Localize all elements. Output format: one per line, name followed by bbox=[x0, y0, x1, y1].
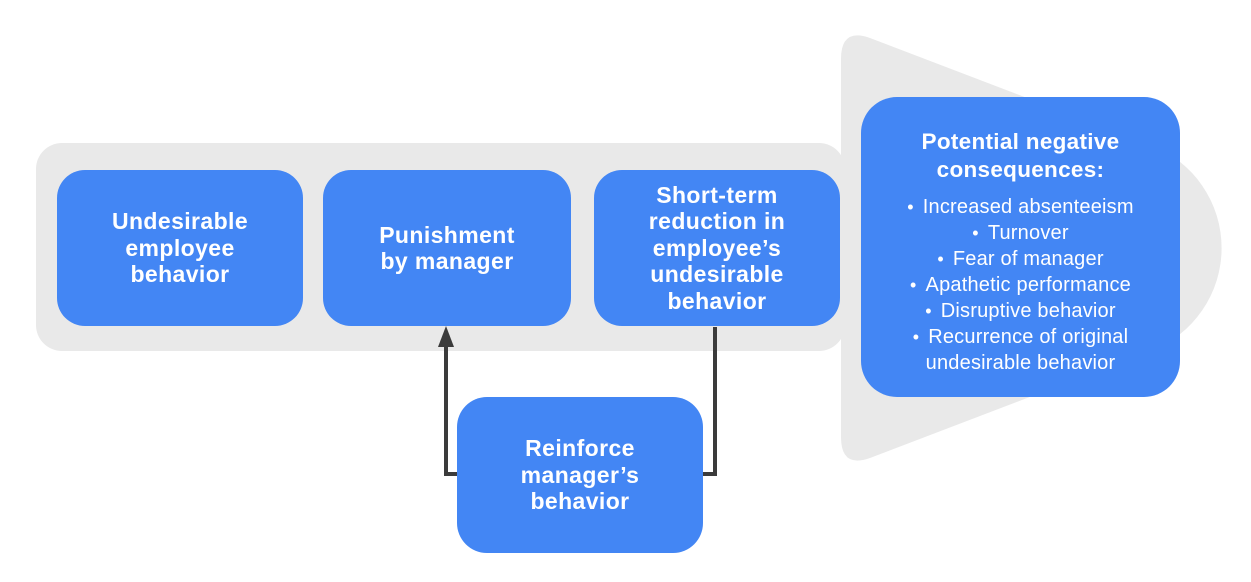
bullet-item: • Increased absenteeism bbox=[879, 194, 1162, 220]
bullet-dot-icon: • bbox=[907, 197, 914, 217]
box-label-line: undesirable bbox=[650, 261, 784, 288]
box-undesirable-employee-behavior: Undesirable employee behavior bbox=[57, 170, 303, 326]
box-label-line: Reinforce bbox=[525, 435, 635, 462]
bullet-text: Disruptive behavior bbox=[940, 300, 1116, 322]
bullet-item: • Disruptive behavior bbox=[879, 298, 1162, 324]
box-reinforce-managers-behavior: Reinforce manager’s behavior bbox=[457, 397, 703, 553]
bullet-text: Apathetic performance bbox=[925, 274, 1131, 296]
box-label-line: employee bbox=[125, 234, 235, 261]
consequences-heading-line: consequences: bbox=[936, 157, 1105, 182]
arrowhead-up-icon bbox=[438, 326, 454, 347]
bullet-item: •Recurrence of original undesirable beha… bbox=[879, 324, 1162, 376]
box-label-line: employee’s bbox=[652, 234, 782, 261]
bullet-item: • Fear of manager bbox=[879, 246, 1162, 272]
box-label-line: manager’s bbox=[520, 461, 640, 488]
box-label-line: Short-term bbox=[656, 181, 778, 208]
box-label-line: Punishment bbox=[379, 221, 515, 248]
bullet-item: • Turnover bbox=[879, 220, 1162, 246]
bullet-dot-icon: • bbox=[925, 301, 932, 321]
consequences-bullet-list: • Increased absenteeism • Turnover • Fear o… bbox=[879, 194, 1162, 376]
connector-step3-to-feedback bbox=[702, 327, 717, 476]
box-label-line: Undesirable bbox=[111, 208, 249, 235]
bullet-dot-icon: • bbox=[972, 223, 979, 243]
box-label-line: behavior bbox=[530, 488, 630, 515]
bullet-text: Increased absenteeism bbox=[922, 196, 1134, 218]
bullet-dot-icon: • bbox=[937, 249, 944, 269]
box-label-line: behavior bbox=[667, 287, 767, 314]
bullet-text: Recurrence of original undesirable behav… bbox=[925, 326, 1129, 374]
bullet-dot-icon: • bbox=[912, 327, 920, 347]
bullet-text: Fear of manager bbox=[952, 248, 1104, 270]
consequences-heading-line: Potential negative bbox=[921, 129, 1120, 154]
box-label-line: behavior bbox=[130, 261, 230, 288]
box-punishment-by-manager: Punishment by manager bbox=[323, 170, 571, 326]
bullet-item: • Apathetic performance bbox=[879, 272, 1162, 298]
box-label-line: reduction in bbox=[648, 208, 786, 235]
box-potential-negative-consequences: Potential negative consequences: • Increa… bbox=[861, 97, 1180, 397]
bullet-text: Turnover bbox=[987, 222, 1069, 244]
consequences-heading: Potential negative consequences: bbox=[922, 128, 1120, 184]
bullet-dot-icon: • bbox=[910, 275, 917, 295]
box-label-line: by manager bbox=[380, 248, 514, 274]
box-short-term-reduction: Short-term reduction in employee’s undes… bbox=[594, 170, 840, 326]
